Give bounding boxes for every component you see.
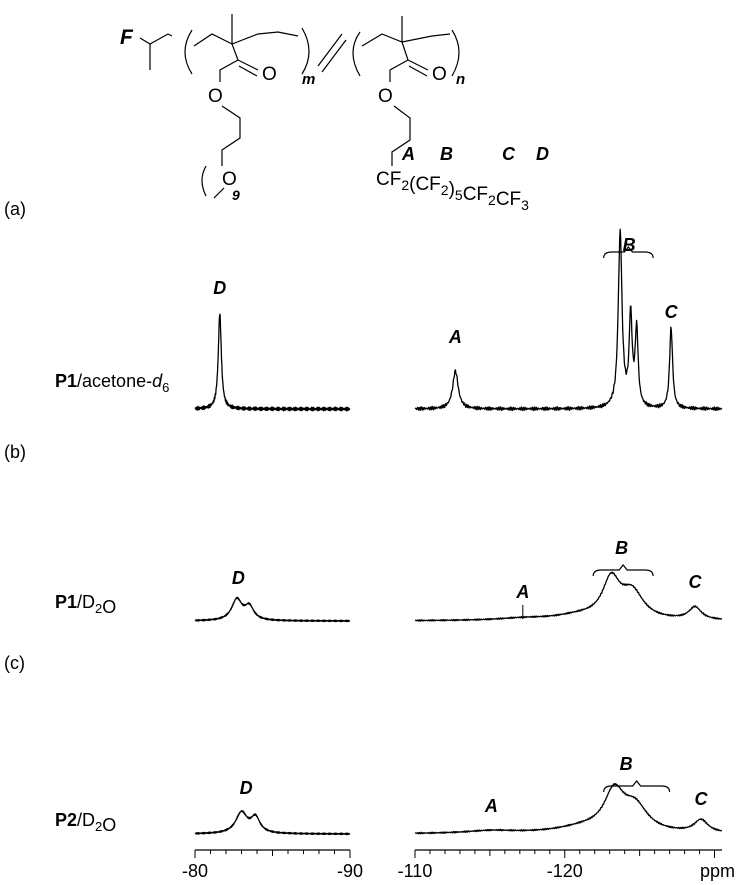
end-group-bonds: [139, 33, 173, 70]
carbonyl-m: [237, 59, 259, 77]
bracket-peg: [201, 165, 207, 197]
chain-letter-d: D: [536, 144, 549, 164]
fluoro-spacer: [391, 105, 411, 166]
peak-label-b-3: B: [620, 754, 633, 774]
peak-label-a-1: A: [448, 327, 462, 347]
chain-letter-c: C: [502, 144, 516, 164]
ester-oxygen-m: O: [208, 86, 223, 107]
tick-label--90: -90: [337, 861, 363, 881]
repeat-peg: 9: [232, 187, 240, 203]
repeat-n: n: [456, 71, 465, 88]
peg-chain: [221, 105, 241, 166]
spectrum-1-trace-right: [414, 228, 723, 412]
repeat-m: m: [302, 71, 315, 88]
peak-label-c-3: C: [695, 789, 709, 809]
fluoro-chain-formula: CF2(CF2)5CF2CF3: [376, 169, 529, 213]
chain-letter-a: A: [401, 144, 415, 164]
bracket-m-left: [184, 29, 193, 75]
bracket-b-1: [603, 246, 654, 259]
ester-bond-n: [389, 59, 409, 82]
spectrum-3-label: P2/D2O: [55, 810, 116, 835]
spectrum-1-trace-left: [194, 313, 351, 412]
tick-label--110: -110: [398, 861, 433, 881]
bracket-b-2: [592, 564, 654, 577]
carbonyl-oxygen-m: O: [262, 64, 277, 85]
peg-end-bond: [213, 187, 225, 199]
peak-label-c-2: C: [689, 572, 703, 592]
block-separator: [317, 33, 347, 73]
ppm-axis: -80 -90 -110 -120: [182, 849, 722, 881]
spectrum-2-label: P1/D2O: [55, 592, 116, 617]
peak-label-a-3: A: [484, 796, 498, 816]
panel-label-c: (c): [4, 653, 25, 673]
spectrum-2-trace-right: [414, 571, 723, 622]
peak-label-b-2: B: [615, 538, 628, 558]
peak-label-a-2: A: [515, 582, 529, 602]
bracket-b-3: [603, 780, 671, 793]
tick-label--80: -80: [182, 861, 208, 881]
panel-label-a: (a): [4, 199, 26, 219]
bracket-n-left: [352, 31, 361, 77]
carbonyl-oxygen-n: O: [432, 64, 447, 85]
spectrum-1-label: P1/acetone-d6: [55, 371, 169, 395]
peak-label-d-2: D: [232, 568, 245, 588]
ether-oxygen: O: [222, 169, 237, 190]
spectrum-2: P1/D2O D A B C: [55, 538, 723, 623]
chain-letter-b: B: [440, 144, 453, 164]
ester-oxygen-n: O: [378, 86, 393, 107]
backbone-n: [361, 16, 451, 61]
polymer-structure: F O m O O 9 O n O A B C D CF2(CF2)5CF2CF…: [120, 14, 549, 213]
peak-label-d-3: D: [240, 778, 253, 798]
axis-label-ppm: ppm: [700, 861, 735, 881]
bracket-n-right: [451, 29, 460, 77]
spectrum-2-trace-left: [194, 596, 351, 623]
panel-label-b: (b): [4, 442, 26, 462]
backbone-m: [193, 14, 299, 61]
spectrum-3: P2/D2O D A B C: [55, 754, 723, 836]
end-group-f: F: [120, 26, 134, 49]
spectrum-3-trace-left: [194, 810, 351, 836]
peak-label-c-1: C: [665, 302, 679, 322]
tick-label--120: -120: [547, 861, 583, 881]
carbonyl-n: [407, 59, 429, 77]
spectrum-3-trace-right: [414, 782, 723, 835]
bracket-m-right: [301, 27, 310, 75]
peak-label-d-1: D: [213, 278, 226, 298]
ester-bond-m: [219, 59, 239, 82]
